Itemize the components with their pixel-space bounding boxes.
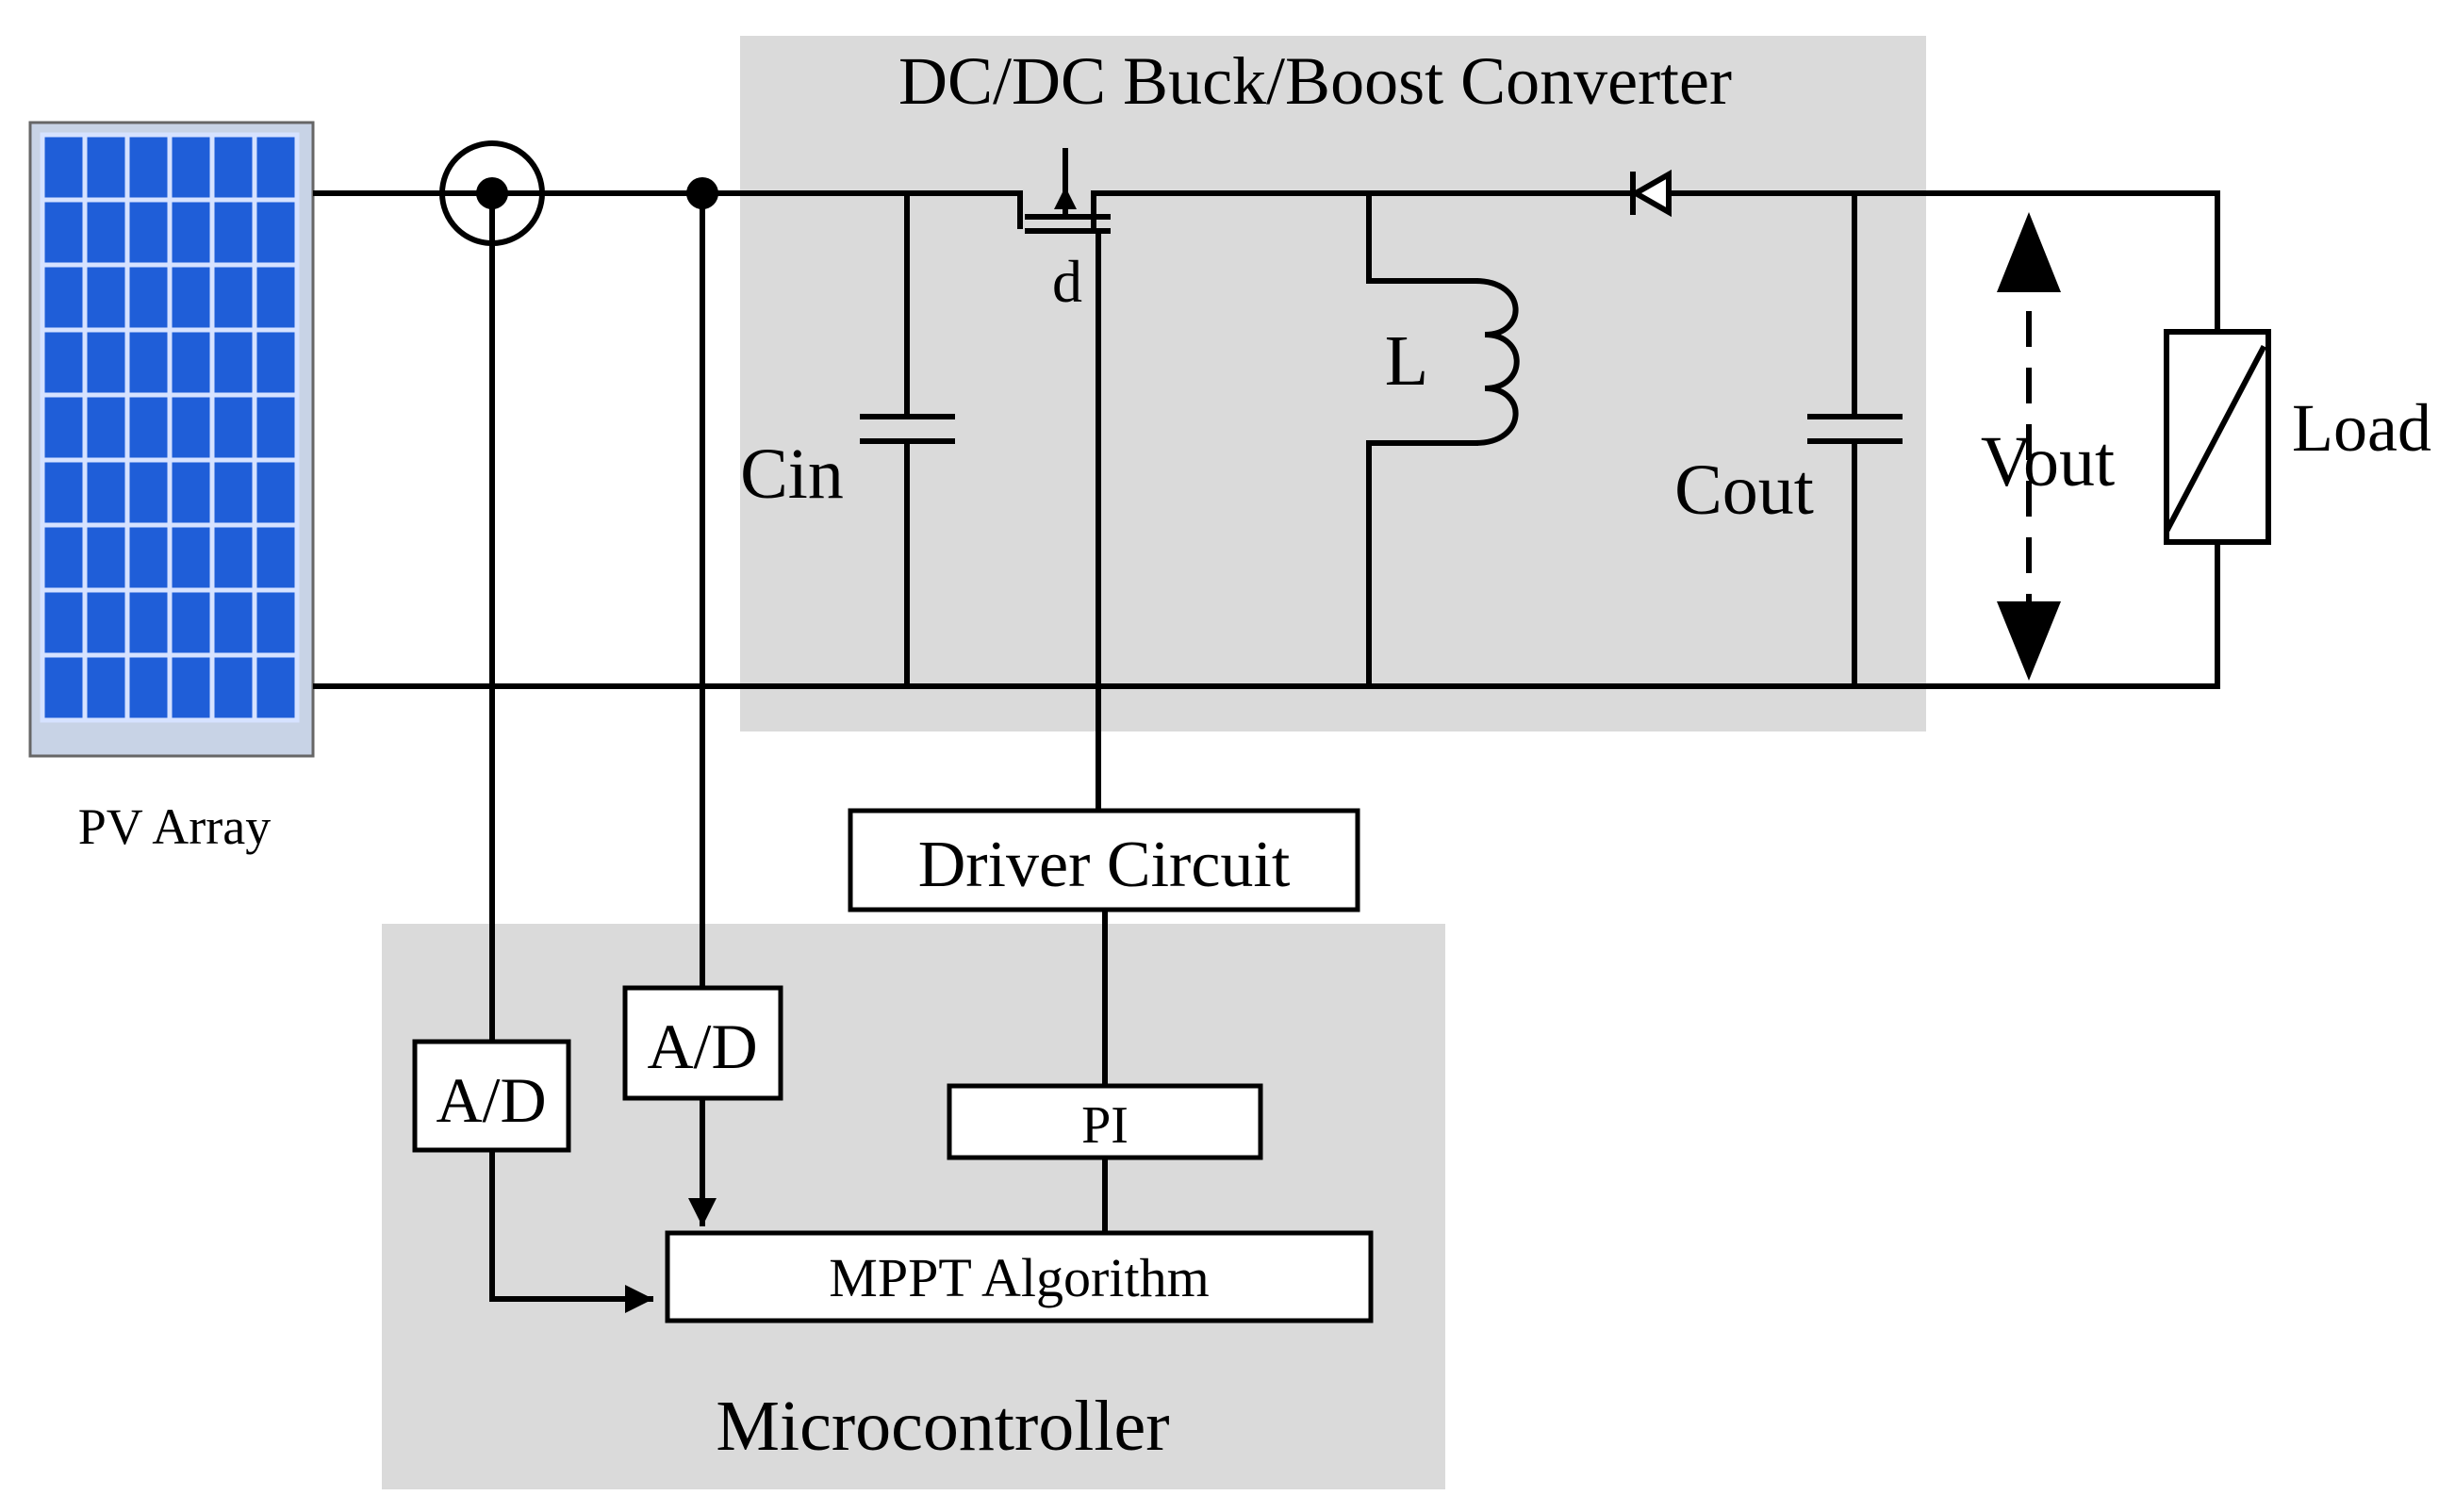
inductor-coil bbox=[1472, 277, 1520, 447]
pv-cell bbox=[124, 132, 173, 203]
vout-label: Vout bbox=[1981, 422, 2115, 501]
mppt-algorithm-box bbox=[665, 1230, 1374, 1323]
pv-cell bbox=[167, 197, 215, 268]
pv-cell bbox=[209, 392, 257, 463]
pv-cell bbox=[252, 652, 300, 723]
pv-array bbox=[28, 121, 315, 758]
pv-cell bbox=[252, 327, 300, 398]
pv-cell bbox=[124, 262, 173, 333]
pv-cell bbox=[82, 327, 130, 398]
pv-cell bbox=[40, 457, 88, 528]
ad-converter-right-label: A/D bbox=[647, 1011, 757, 1082]
cout-label: Cout bbox=[1674, 451, 1814, 530]
pv-cell bbox=[209, 197, 257, 268]
pv-cell bbox=[40, 197, 88, 268]
pv-cell bbox=[209, 132, 257, 203]
voltage-sense-node bbox=[686, 177, 718, 209]
cout-capacitor bbox=[1807, 414, 1903, 444]
microcontroller-panel bbox=[382, 924, 1445, 1489]
load-resistor bbox=[2164, 329, 2271, 545]
pv-cell bbox=[167, 652, 215, 723]
pv-cell bbox=[167, 457, 215, 528]
pv-cell bbox=[82, 197, 130, 268]
pv-cell bbox=[252, 587, 300, 658]
pv-cell bbox=[82, 652, 130, 723]
pv-cell bbox=[209, 262, 257, 333]
pv-cell bbox=[252, 132, 300, 203]
pv-cell bbox=[167, 522, 215, 593]
microcontroller-label: Microcontroller bbox=[716, 1387, 1169, 1466]
pv-cell bbox=[252, 522, 300, 593]
pv-cell bbox=[209, 587, 257, 658]
pv-cell bbox=[167, 392, 215, 463]
pv-cell bbox=[124, 197, 173, 268]
pv-cell bbox=[40, 522, 88, 593]
pv-cell bbox=[209, 457, 257, 528]
mosfet-label: d bbox=[1052, 248, 1082, 315]
pv-cell bbox=[252, 197, 300, 268]
pv-cell bbox=[167, 587, 215, 658]
pv-cell bbox=[40, 587, 88, 658]
pv-cell bbox=[124, 652, 173, 723]
pv-cell bbox=[252, 457, 300, 528]
pv-cell bbox=[124, 587, 173, 658]
converter-panel bbox=[740, 36, 1926, 731]
pv-cell bbox=[167, 132, 215, 203]
pv-cell bbox=[167, 327, 215, 398]
pv-cell bbox=[124, 457, 173, 528]
pv-cell bbox=[82, 522, 130, 593]
pv-cell bbox=[40, 652, 88, 723]
pv-cell bbox=[82, 392, 130, 463]
pv-cell bbox=[252, 262, 300, 333]
mosfet-switch bbox=[1017, 148, 1111, 234]
circuit-wires bbox=[313, 190, 2220, 1313]
mppt-algorithm-label: MPPT Algorithm bbox=[829, 1247, 1209, 1308]
converter-title: DC/DC Buck/Boost Converter bbox=[898, 43, 1732, 119]
driver-circuit-box bbox=[848, 808, 1360, 912]
pv-cell bbox=[124, 327, 173, 398]
pv-cell bbox=[124, 392, 173, 463]
pv-cells bbox=[40, 132, 300, 723]
ad-converter-right-box bbox=[622, 985, 783, 1101]
pi-controller-box bbox=[947, 1083, 1263, 1160]
pv-cell bbox=[82, 132, 130, 203]
cin-label: Cin bbox=[740, 435, 844, 514]
pv-cell bbox=[40, 262, 88, 333]
pi-controller-label: PI bbox=[1081, 1096, 1129, 1155]
pv-cell bbox=[209, 522, 257, 593]
pv-cell bbox=[252, 392, 300, 463]
driver-circuit-label: Driver Circuit bbox=[918, 829, 1291, 901]
pv-cell bbox=[82, 457, 130, 528]
current-sensor bbox=[439, 140, 545, 246]
pv-cell bbox=[82, 262, 130, 333]
pv-array-label: PV Array bbox=[78, 798, 272, 855]
ad-converter-left-box bbox=[412, 1039, 571, 1153]
pv-cell bbox=[209, 327, 257, 398]
pv-cell bbox=[209, 652, 257, 723]
pv-cell bbox=[40, 132, 88, 203]
pv-cell bbox=[40, 327, 88, 398]
pv-cell bbox=[40, 392, 88, 463]
inductor-label: L bbox=[1385, 321, 1428, 401]
load-label: Load bbox=[2292, 390, 2431, 466]
ad-converter-left-label: A/D bbox=[436, 1064, 546, 1136]
pv-cell bbox=[124, 522, 173, 593]
cin-capacitor bbox=[860, 414, 955, 444]
vout-arrow bbox=[1997, 212, 2061, 681]
pv-cell bbox=[167, 262, 215, 333]
pv-cell bbox=[82, 587, 130, 658]
diode bbox=[1629, 169, 1672, 218]
